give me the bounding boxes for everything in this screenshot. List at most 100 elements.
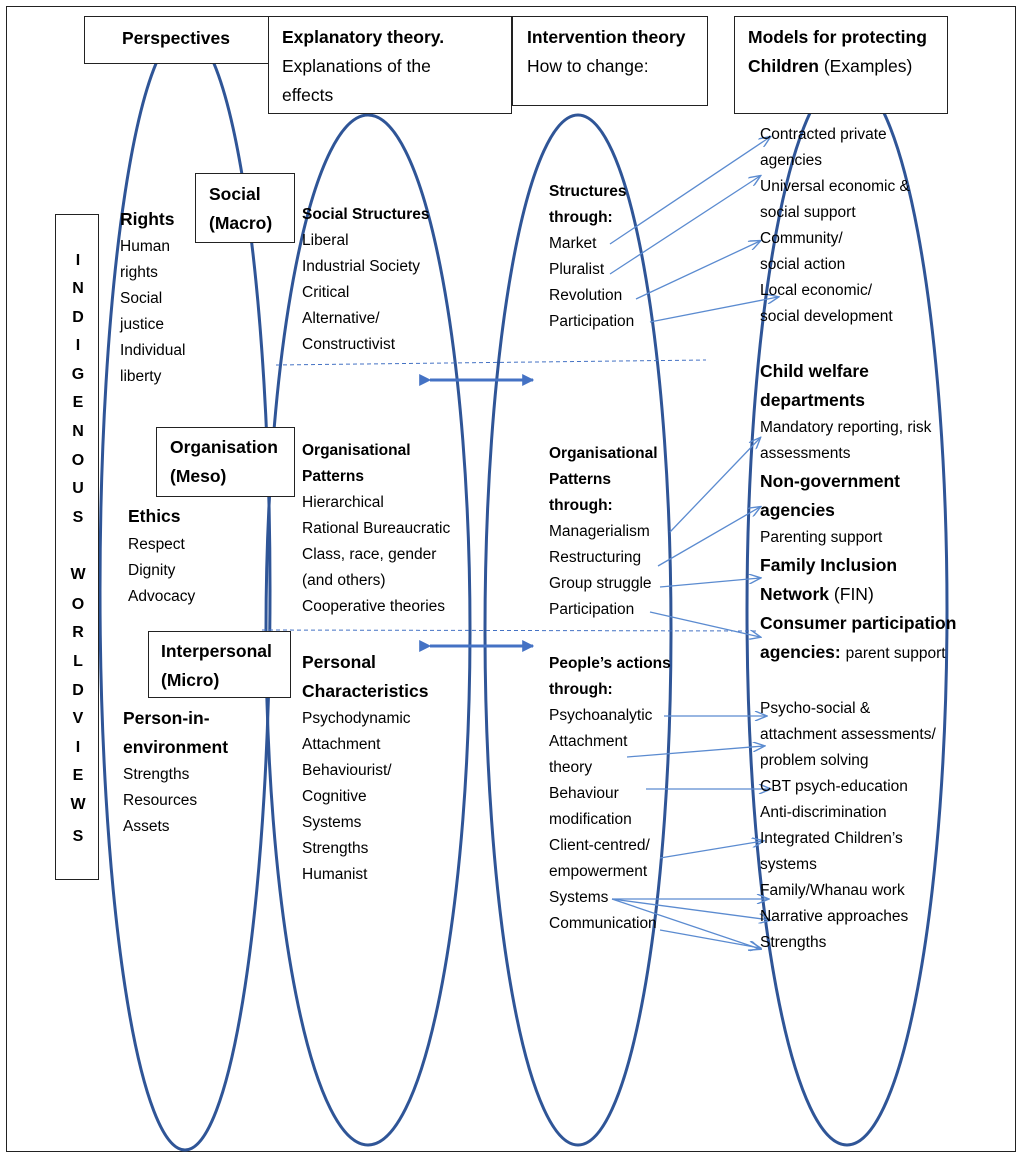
vertical-letter: I (75, 337, 81, 354)
child-welfare-title-2: departments (760, 390, 866, 410)
vertical-letter: I (75, 739, 81, 756)
social-structures-title: Social Structures (302, 206, 430, 223)
arrow-market-contracted (609, 137, 770, 245)
level-organisation-line1: Organisation (170, 437, 278, 457)
structures-item: Participation (549, 313, 635, 330)
header-intervention-sub: How to change: (527, 56, 649, 76)
social-structures-item: Critical (302, 284, 350, 301)
structures-item: Pluralist (549, 261, 605, 278)
level-interpersonal-line1: Interpersonal (161, 641, 272, 661)
org-through-item: Managerialism (549, 523, 650, 540)
rights-title: Rights (120, 209, 175, 229)
header-perspectives: Perspectives (122, 28, 230, 48)
social-structures-item: Alternative/ (302, 310, 380, 327)
peoples-actions-title-2: through: (549, 681, 613, 698)
rights-item: Individual (120, 342, 186, 359)
header-intervention-box (512, 16, 708, 106)
vertical-letter: E (72, 394, 84, 411)
vertical-letter: R (72, 624, 84, 641)
models-social-item: agencies (760, 152, 823, 169)
models-social-list: Contracted private agencies Universal ec… (760, 122, 910, 330)
ethics-item: Advocacy (128, 588, 196, 605)
pie-item: Assets (123, 818, 170, 835)
models-social-item: Local economic/ (760, 282, 873, 299)
ethics-title: Ethics (128, 506, 181, 526)
vertical-letter: U (72, 480, 84, 497)
rights-item: Human (120, 238, 170, 255)
structures-title-2: through: (549, 209, 613, 226)
ethics-item: Respect (128, 536, 185, 553)
ellipse-intervention (483, 113, 673, 1147)
header-explanatory-sub: Explanations of the (282, 56, 431, 76)
peoples-actions-item: Attachment (549, 733, 628, 750)
header-explanatory-title: Explanatory theory. (282, 27, 445, 47)
social-structures-block: Social Structures Liberal Industrial Soc… (302, 202, 430, 358)
organisational-patterns-block: Organisational Patterns Hierarchical Rat… (302, 438, 450, 620)
models-social-item: Community/ (760, 230, 843, 247)
level-interpersonal-box (148, 631, 291, 698)
child-welfare-item: Mandatory reporting, risk (760, 419, 932, 436)
organisational-patterns-item: Hierarchical (302, 494, 384, 511)
models-micro-item: problem solving (760, 752, 869, 769)
personal-item: Attachment (302, 736, 381, 753)
rights-list: Human rights Social justice Individual l… (120, 234, 186, 390)
vertical-letter: D (72, 682, 84, 699)
divider-macro-meso (275, 359, 707, 366)
models-micro-item: systems (760, 856, 817, 873)
peoples-actions-item: theory (549, 759, 593, 776)
ethics-list: Respect Dignity Advocacy (128, 532, 195, 610)
peoples-actions-item: modification (549, 811, 632, 828)
personal-item: Strengths (302, 840, 369, 857)
structures-item: Market (549, 235, 597, 252)
peoples-actions-item: Client-centred/ (549, 837, 650, 854)
vertical-letter: E (72, 767, 84, 784)
peoples-actions-block: People’s actions through: Psychoanalytic… (549, 651, 671, 937)
models-social-item: social support (760, 204, 856, 221)
structures-title-1: Structures (549, 183, 627, 200)
header-explanatory-sub2: effects (282, 85, 334, 105)
arrow-attachment-assessments (626, 746, 764, 758)
peoples-actions-item: Communication (549, 915, 657, 932)
consumer-participation-suffix: parent support (845, 645, 946, 662)
vertical-letter: G (71, 366, 85, 383)
org-through-item: Group struggle (549, 575, 652, 592)
header-models-sub-bold: Children (748, 56, 819, 76)
arrow-revolution-community (635, 241, 760, 300)
org-through-title-2: Patterns (549, 471, 612, 488)
level-social-line2: (Macro) (209, 213, 273, 233)
vertical-letter: L (73, 653, 83, 670)
fin-title-2-line: Network (FIN) (760, 580, 874, 609)
organisational-patterns-item: (and others) (302, 572, 386, 589)
pie-item: Resources (123, 792, 198, 809)
person-in-environment-list: Strengths Resources Assets (123, 762, 197, 840)
indigenous-worldviews-box: I N D I G E N O U S W O R L D V I E W S (55, 214, 99, 880)
org-patterns-through-block: Organisational Patterns through: Manager… (549, 441, 658, 623)
level-social-box (195, 173, 295, 243)
vertical-letter: W (70, 566, 86, 583)
vertical-letter: W (70, 796, 86, 813)
org-through-item: Participation (549, 601, 635, 618)
vertical-letter: O (71, 596, 85, 613)
header-models-sub: Children (Examples) (748, 52, 912, 81)
divider-meso-micro (261, 629, 759, 632)
peoples-actions-title-1: People’s actions (549, 655, 671, 672)
organisational-patterns-title-2: Patterns (302, 468, 365, 485)
arrow-restructuring-parenting (657, 507, 760, 567)
personal-item: Humanist (302, 866, 368, 883)
consumer-participation-line: agencies: parent support (760, 638, 946, 668)
rights-item: rights (120, 264, 158, 281)
fin-suffix: (FIN) (833, 584, 874, 604)
figure-frame (6, 6, 1016, 1152)
fin-title-1: Family Inclusion (760, 555, 898, 575)
header-explanatory-box (268, 16, 512, 114)
arrow-clientcentred-integrated (659, 841, 763, 859)
org-through-title-3: through: (549, 497, 613, 514)
social-structures-item: Liberal (302, 232, 349, 249)
personal-item: Psychodynamic (302, 710, 411, 727)
header-models-title: Models for protecting (748, 27, 927, 47)
vertical-letter: D (72, 309, 84, 326)
arrow-communication-strengths (659, 929, 760, 948)
fin-title-2: Network (760, 584, 830, 604)
organisational-patterns-item: Class, race, gender (302, 546, 437, 563)
vertical-letter: V (72, 710, 84, 727)
